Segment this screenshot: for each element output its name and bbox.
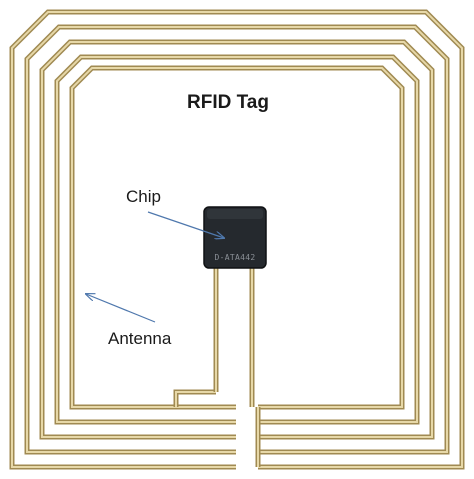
diagram-title: RFID Tag: [187, 92, 269, 113]
rfid-antenna-coil-icon: [9, 9, 465, 470]
antenna-label: Antenna: [108, 329, 172, 348]
antenna-inner-jog-core: [175, 391, 216, 407]
chip-body: [203, 206, 267, 269]
antenna-turn-5-core: [71, 67, 403, 408]
chip-label: Chip: [126, 187, 161, 206]
antenna-turn-1-core: [11, 11, 463, 468]
antenna-turn-4-core: [56, 56, 418, 423]
chip-highlight: [207, 209, 263, 219]
antenna-turn-2-core: [26, 26, 448, 453]
antenna-turn-3-core: [41, 41, 433, 438]
chip-arrow-icon: [147, 211, 224, 238]
chip-marking: D-ATA442: [215, 253, 256, 262]
antenna-arrow-icon: [86, 294, 156, 323]
chip-leads: [213, 268, 255, 407]
microchip-icon: D-ATA442: [203, 206, 267, 269]
